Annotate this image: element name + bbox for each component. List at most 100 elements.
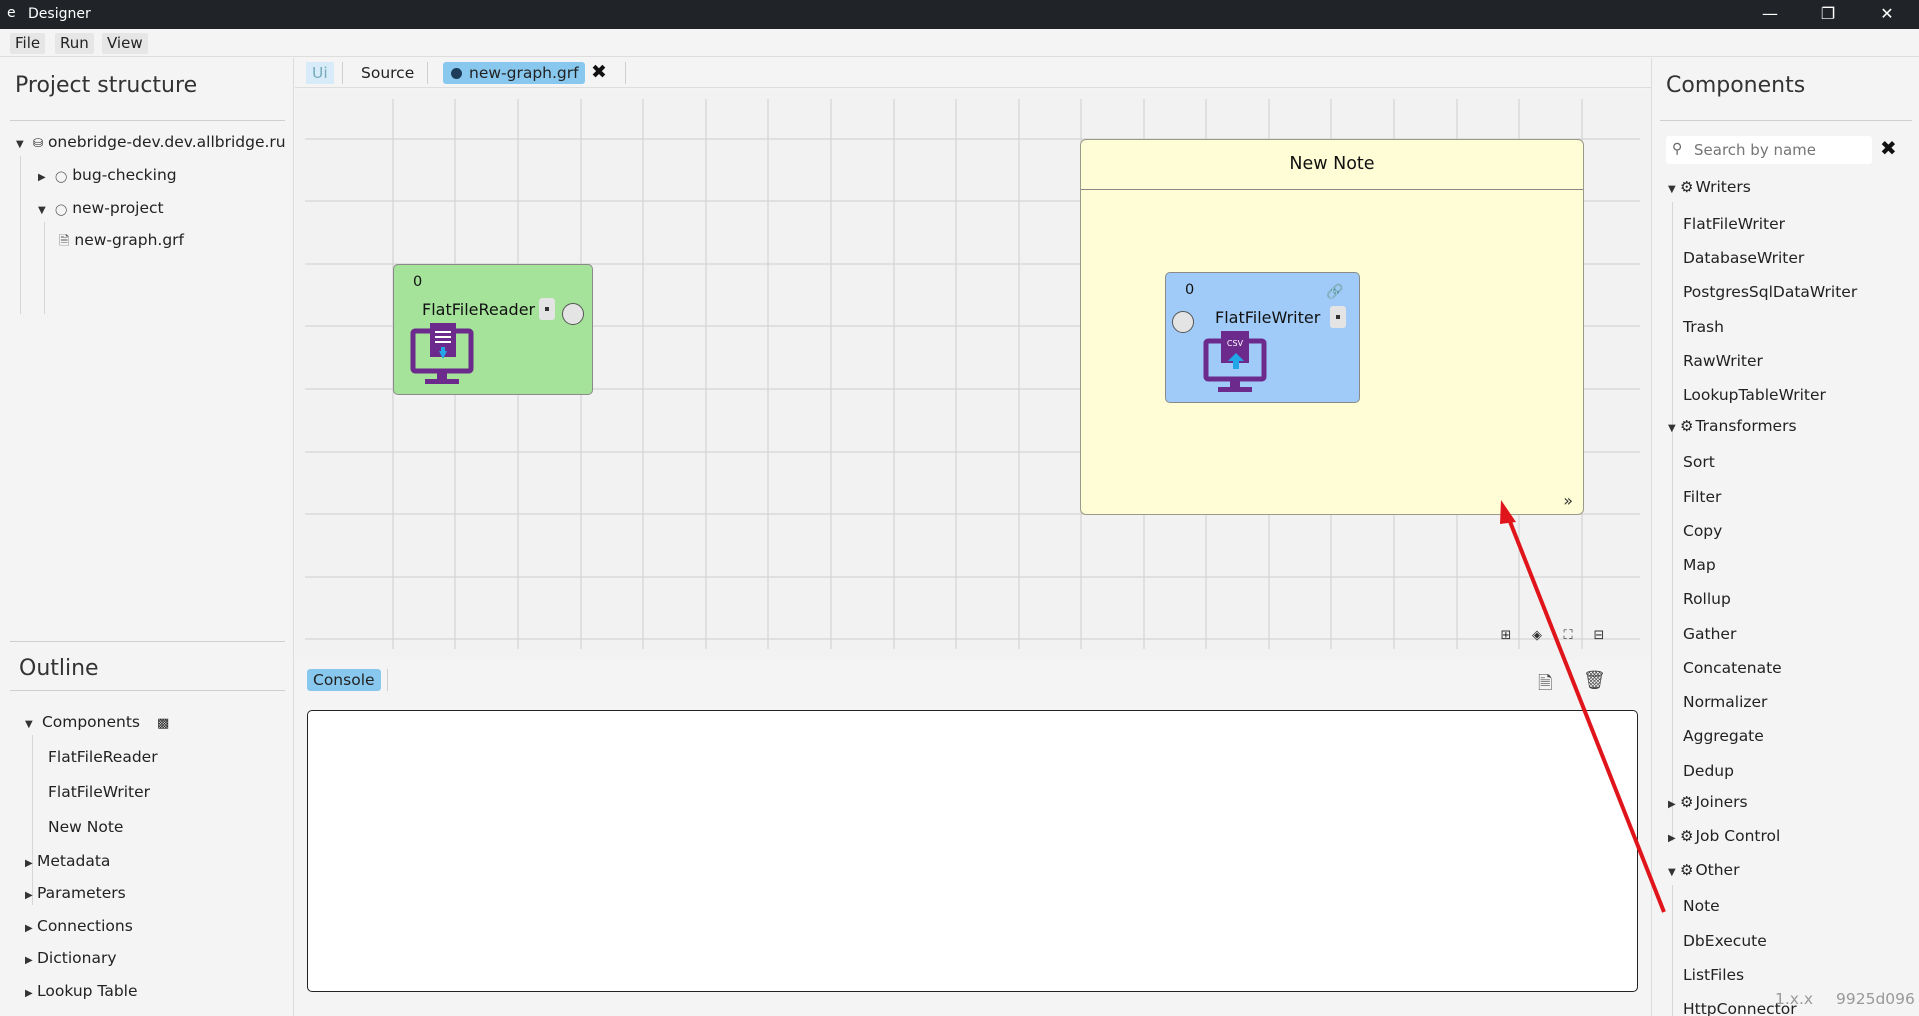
component-item[interactable]: HttpConnector: [1683, 1000, 1797, 1016]
chevron-right-icon[interactable]: ▶: [1668, 799, 1676, 810]
center-view-icon[interactable]: ◈: [1532, 628, 1542, 643]
tree-guide: [1672, 885, 1673, 1016]
gear-icon: ⚙: [1680, 793, 1694, 811]
tab-console[interactable]: Console: [307, 669, 381, 691]
component-item[interactable]: LookupTableWriter: [1683, 386, 1826, 404]
tab-new-graph[interactable]: new-graph.grf: [443, 62, 585, 84]
note-new-note[interactable]: New Note » 0 FlatFileWriter 🔗 CSV: [1080, 139, 1584, 515]
tab-ui[interactable]: Ui: [306, 62, 334, 84]
console-output[interactable]: [307, 710, 1638, 992]
input-port[interactable]: [1172, 311, 1194, 333]
trash-icon[interactable]: 🗑: [1583, 670, 1606, 691]
component-item[interactable]: Filter: [1683, 488, 1722, 506]
outline-section-dictionary[interactable]: ▶ Dictionary: [25, 949, 117, 971]
component-item[interactable]: FlatFileWriter: [1683, 215, 1786, 233]
category-other[interactable]: ▼⚙Other: [1668, 861, 1739, 883]
close-icon[interactable]: ✕: [1880, 4, 1894, 23]
note-expand-icon[interactable]: »: [1563, 491, 1573, 510]
component-item[interactable]: Rollup: [1683, 590, 1731, 608]
tree-root[interactable]: ▼ ⛁ onebridge-dev.dev.allbridge.ru: [16, 133, 286, 155]
bar-chart-icon[interactable]: ▩: [156, 716, 170, 731]
link-icon[interactable]: 🔗: [1326, 284, 1344, 300]
version-hash: 9925d096: [1836, 990, 1915, 1008]
tree-item-label: bug-checking: [72, 166, 177, 184]
outline-components[interactable]: ▼ Components ▩: [25, 713, 169, 735]
new-file-icon[interactable]: 🗎: [1538, 673, 1553, 694]
chevron-down-icon[interactable]: ▼: [38, 205, 46, 216]
outline-section-connections[interactable]: ▶Connections: [25, 917, 133, 939]
chevron-right-icon[interactable]: ▶: [25, 955, 33, 966]
category-job-control[interactable]: ▶⚙Job Control: [1668, 827, 1780, 849]
outline-section-metadata[interactable]: ▶Metadata: [25, 852, 110, 874]
component-item[interactable]: Concatenate: [1683, 659, 1782, 677]
add-node-icon[interactable]: ⊞: [1500, 628, 1512, 643]
node-flatfilewriter[interactable]: 0 FlatFileWriter 🔗 CSV: [1165, 272, 1360, 403]
output-port[interactable]: [562, 303, 584, 325]
category-joiners[interactable]: ▶⚙Joiners: [1668, 793, 1748, 815]
outline-item[interactable]: FlatFileReader: [48, 748, 158, 766]
category-label: Other: [1695, 861, 1740, 879]
outline-title: Outline: [19, 656, 99, 681]
minimize-icon[interactable]: —: [1762, 4, 1778, 23]
component-item[interactable]: Sort: [1683, 453, 1715, 471]
chevron-down-icon[interactable]: ▼: [1668, 867, 1676, 878]
component-item[interactable]: ListFiles: [1683, 966, 1745, 984]
component-item[interactable]: Normalizer: [1683, 693, 1768, 711]
chevron-right-icon[interactable]: ▶: [38, 172, 46, 183]
zoom-out-icon[interactable]: ⊟: [1593, 628, 1605, 643]
chevron-right-icon[interactable]: ▶: [1668, 833, 1676, 844]
fit-to-screen-icon[interactable]: ⛶: [1563, 628, 1573, 643]
category-transformers[interactable]: ▼⚙Transformers: [1668, 417, 1797, 439]
divider: [10, 641, 285, 642]
restore-icon[interactable]: ❐: [1820, 4, 1836, 23]
chevron-right-icon[interactable]: ▶: [25, 923, 33, 934]
chevron-down-icon[interactable]: ▼: [1668, 184, 1676, 195]
outline-item[interactable]: FlatFileWriter: [48, 783, 151, 801]
outline-section-lookup-table[interactable]: ▶Lookup Table: [25, 982, 138, 1004]
node-menu-button[interactable]: [1330, 306, 1346, 328]
component-item[interactable]: Dedup: [1683, 762, 1734, 780]
tree-item-bug-checking[interactable]: ▶ ◯ bug-checking: [38, 166, 177, 188]
component-item[interactable]: DbExecute: [1683, 932, 1767, 950]
chevron-right-icon[interactable]: ▶: [25, 890, 33, 901]
component-item[interactable]: RawWriter: [1683, 352, 1763, 370]
search-input[interactable]: [1694, 140, 1864, 160]
node-menu-button[interactable]: [539, 298, 555, 320]
outline-section-parameters[interactable]: ▶Parameters: [25, 884, 126, 906]
component-item[interactable]: Gather: [1683, 625, 1737, 643]
category-writers[interactable]: ▼⚙Writers: [1668, 178, 1751, 200]
tree-item-new-project[interactable]: ▼ ◯ new-project: [38, 199, 164, 221]
search-box[interactable]: ⚲: [1666, 136, 1872, 164]
tree-item-new-graph[interactable]: 🗎 new-graph.grf: [59, 231, 184, 253]
chevron-right-icon[interactable]: ▶: [25, 858, 33, 869]
outline-item[interactable]: New Note: [48, 818, 124, 836]
chevron-down-icon[interactable]: ▼: [25, 719, 33, 730]
tree-root-label: onebridge-dev.dev.allbridge.ru: [47, 133, 286, 151]
component-item[interactable]: Copy: [1683, 522, 1723, 540]
category-label: Transformers: [1695, 417, 1797, 435]
tree-guide: [32, 735, 33, 905]
chevron-down-icon[interactable]: ▼: [16, 139, 24, 150]
component-item[interactable]: Note: [1683, 897, 1720, 915]
graph-canvas[interactable]: 0 FlatFileReader New Note » 0 FlatFileWr…: [295, 89, 1650, 659]
node-flatfilereader[interactable]: 0 FlatFileReader: [393, 264, 593, 395]
menu-run[interactable]: Run: [55, 33, 94, 54]
menu-file[interactable]: File: [10, 33, 46, 54]
menu-view[interactable]: View: [102, 33, 148, 54]
component-item[interactable]: Map: [1683, 556, 1716, 574]
close-tab-icon[interactable]: ✖: [591, 61, 607, 83]
search-icon: ⚲: [1672, 141, 1683, 157]
category-label: Writers: [1695, 178, 1751, 196]
chevron-right-icon[interactable]: ▶: [25, 988, 33, 999]
component-item[interactable]: Aggregate: [1683, 727, 1764, 745]
tree-item-label: new-project: [72, 199, 164, 217]
clear-search-icon[interactable]: ✖: [1880, 136, 1897, 160]
component-item[interactable]: Trash: [1683, 318, 1724, 336]
outline-section-label: Dictionary: [37, 949, 117, 967]
tab-source[interactable]: Source: [361, 64, 415, 82]
component-item[interactable]: DatabaseWriter: [1683, 249, 1805, 267]
component-item[interactable]: PostgresSqlDataWriter: [1683, 283, 1858, 301]
tree-guide: [44, 222, 45, 314]
components-title: Components: [1666, 73, 1806, 98]
chevron-down-icon[interactable]: ▼: [1668, 423, 1676, 434]
